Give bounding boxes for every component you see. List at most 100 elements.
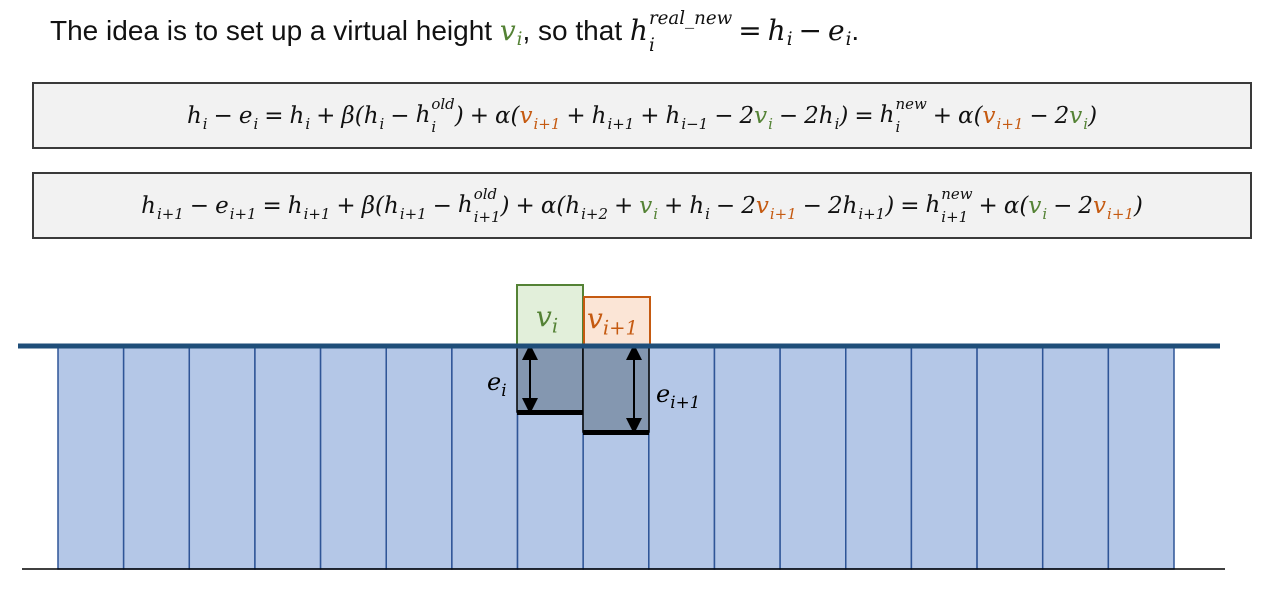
bottom-bar-i [517,410,583,415]
label-v-i-plus-1: vi+1 [587,302,638,340]
depth-rect-i-plus-1 [582,345,650,433]
label-e-i-plus-1: ei+1 [656,380,701,412]
math-token: ) [454,102,464,129]
math-token: h i [289,102,311,134]
math-token: 2 [1078,192,1094,219]
math-token: h i [186,102,208,134]
title-suffix: . [851,15,860,46]
math-token: = [854,102,874,129]
math-token: e i [828,14,852,51]
math-token: − [1029,102,1049,129]
math-token: e i [238,102,259,134]
title-math-v: v i [499,14,523,51]
water-column [122,345,191,570]
math-token: − [213,102,233,129]
math-token: β( [341,102,364,129]
math-token: − [189,192,210,219]
title-text-mid: , so that [522,15,630,46]
water-column [254,345,322,570]
math-token: h i−1 [665,102,709,134]
math-token: v i [1069,102,1089,134]
math-token: + [640,102,660,129]
math-token: v i+1 [982,102,1024,134]
water-column [779,345,847,570]
water-column [319,345,387,570]
math-token: − [778,102,799,129]
water-column [451,345,519,570]
math-token: h i [767,14,793,51]
math-token: α( [958,102,983,129]
math-token: β( [361,192,384,219]
water-column [713,345,781,570]
math-token: − [802,192,822,219]
water-column [976,345,1044,570]
math-token: h i+1 [383,192,427,224]
math-token: α( [1003,192,1029,219]
math-token: e i+1 [215,192,257,224]
math-token: α( [540,192,566,219]
math-token: h i+1 [591,102,635,134]
math-token: h i+1 [287,192,331,224]
math-token: 2h i+1 [827,192,886,224]
math-token: v i [754,102,773,134]
math-token: − [714,102,734,129]
math-token: − [715,192,736,219]
math-token: 2 [1054,102,1070,129]
math-token: − [1053,192,1073,219]
math-token: + [566,102,586,129]
math-token: ) [500,192,510,219]
water-column [57,345,125,570]
math-token: h i [363,102,385,134]
math-token: − [432,192,452,219]
math-token: ) [1088,102,1098,129]
math-token: + [469,102,490,129]
math-token: = [262,192,282,219]
water-column [385,345,453,570]
water-column [1041,345,1110,570]
title-text: The idea is to set up a virtual height [50,15,500,46]
water-column [845,345,913,570]
math-token: ) [839,102,849,129]
math-token: v i [499,14,523,51]
math-token: + [978,192,998,219]
math-token: = [900,192,920,219]
math-token: ) [1133,192,1143,219]
math-token: v i+1 [519,102,561,134]
math-token: v i+1 [1093,192,1134,224]
math-token: + [664,192,684,219]
slide-title: The idea is to set up a virtual height v… [50,10,860,55]
math-token: v i+1 [755,192,797,224]
math-token: α( [495,102,520,129]
math-token: + [336,192,356,219]
math-token: h i+1 [141,192,184,224]
math-token: + [932,102,953,129]
math-token: − [798,14,823,47]
math-token: + [613,192,634,219]
label-e-i: ei [487,368,507,400]
math-token: = [738,14,762,47]
label-v-i: vi [536,300,559,338]
math-token: h i+2 [565,192,608,224]
math-token: h i [689,192,710,224]
math-token: 2h i [804,102,840,134]
math-token: 2 [741,192,756,219]
math-token: v i [1028,192,1048,224]
water-column [188,345,256,570]
math-token: + [515,192,535,219]
bottom-bar-i-plus-1 [583,430,649,435]
math-token: + [316,102,336,129]
math-token: ) [885,192,895,219]
water-column [910,345,978,570]
math-token: v i [639,192,659,224]
math-token: 2 [739,102,755,129]
water-column [1107,345,1175,570]
